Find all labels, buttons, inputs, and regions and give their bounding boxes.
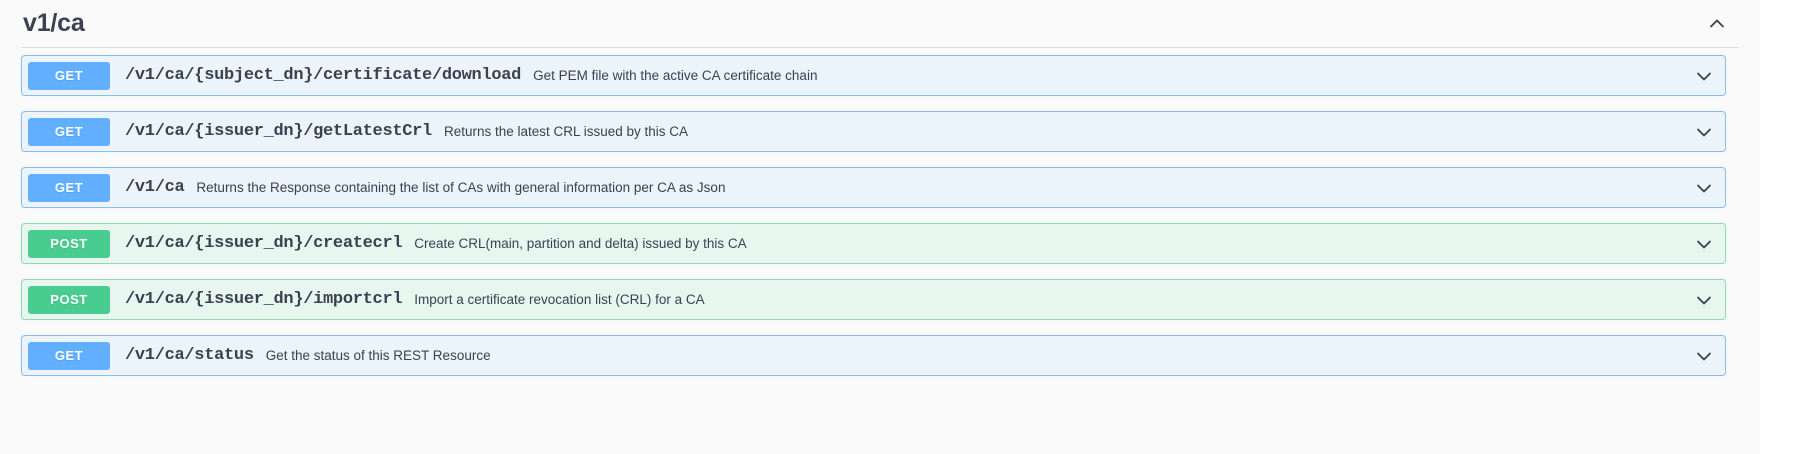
operation-row[interactable]: GET /v1/ca/status Get the status of this…	[21, 335, 1726, 376]
http-method-badge: GET	[28, 117, 110, 146]
section-title: v1/ca	[23, 9, 85, 37]
operation-path: /v1/ca/{subject_dn}/certificate/download	[125, 66, 522, 85]
operation-row[interactable]: POST /v1/ca/{issuer_dn}/importcrl Import…	[21, 279, 1726, 320]
chevron-down-icon[interactable]	[1689, 61, 1719, 91]
operation-row[interactable]: GET /v1/ca Returns the Response containi…	[21, 167, 1726, 208]
operation-summary: Import a certificate revocation list (CR…	[414, 292, 705, 307]
api-tag-section: v1/ca GET /v1/ca/{subject_dn}/certificat…	[0, 0, 1760, 376]
http-method-badge: POST	[28, 229, 110, 258]
chevron-down-icon[interactable]	[1689, 117, 1719, 147]
operation-path: /v1/ca/{issuer_dn}/importcrl	[125, 290, 403, 309]
section-header-v1-ca[interactable]: v1/ca	[21, 0, 1739, 48]
operation-path: /v1/ca/{issuer_dn}/getLatestCrl	[125, 122, 432, 141]
operation-row[interactable]: GET /v1/ca/{issuer_dn}/getLatestCrl Retu…	[21, 111, 1726, 152]
operation-summary: Get the status of this REST Resource	[265, 348, 491, 363]
http-method-badge: POST	[28, 285, 110, 314]
http-method-badge: GET	[28, 341, 110, 370]
operation-summary: Create CRL(main, partition and delta) is…	[414, 236, 747, 251]
operation-row[interactable]: POST /v1/ca/{issuer_dn}/createcrl Create…	[21, 223, 1726, 264]
operation-summary: Returns the latest CRL issued by this CA	[443, 124, 689, 139]
operation-summary: Get PEM file with the active CA certific…	[533, 68, 818, 83]
operation-path: /v1/ca/status	[125, 346, 254, 365]
chevron-down-icon[interactable]	[1689, 229, 1719, 259]
operation-list: GET /v1/ca/{subject_dn}/certificate/down…	[0, 55, 1760, 376]
http-method-badge: GET	[28, 61, 110, 90]
chevron-down-icon[interactable]	[1689, 173, 1719, 203]
http-method-badge: GET	[28, 173, 110, 202]
operation-path: /v1/ca	[125, 178, 185, 197]
operation-summary: Returns the Response containing the list…	[196, 180, 726, 195]
chevron-down-icon[interactable]	[1689, 341, 1719, 371]
operation-path: /v1/ca/{issuer_dn}/createcrl	[125, 234, 403, 253]
operation-row[interactable]: GET /v1/ca/{subject_dn}/certificate/down…	[21, 55, 1726, 96]
chevron-up-icon[interactable]	[1703, 10, 1731, 38]
chevron-down-icon[interactable]	[1689, 285, 1719, 315]
